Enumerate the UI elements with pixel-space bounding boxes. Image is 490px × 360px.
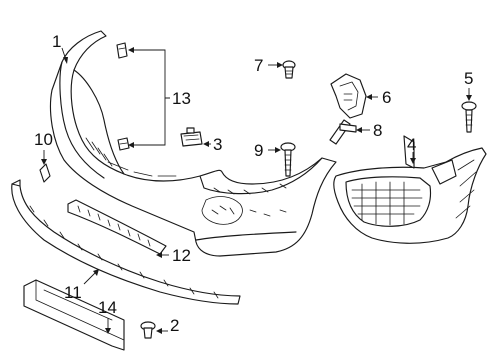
callout-6: 6	[382, 88, 391, 107]
part-3-bracket	[180, 127, 203, 147]
part-10-piece	[39, 163, 51, 183]
bumper-cover	[49, 30, 337, 257]
clip-13-upper	[116, 42, 128, 59]
part-12-strip	[67, 199, 167, 255]
callout-8: 8	[373, 121, 382, 140]
callout-2: 2	[170, 316, 179, 335]
callout-3: 3	[213, 135, 222, 154]
part-6-bracket	[330, 73, 367, 119]
callout-11: 11	[64, 283, 82, 302]
part-14-plate-bracket	[23, 279, 125, 351]
part-5-bolt	[461, 101, 477, 133]
part-11-spoiler	[11, 179, 241, 305]
callout-4: 4	[407, 135, 416, 154]
callout-13: 13	[172, 89, 191, 108]
part-8-holder	[329, 119, 357, 145]
callout-7: 7	[254, 56, 263, 75]
callout-10: 10	[34, 130, 53, 149]
leaders	[41, 47, 472, 334]
part-7-rivet	[282, 60, 296, 79]
callout-12: 12	[172, 246, 191, 265]
part-4-grille	[333, 135, 487, 244]
callout-5: 5	[464, 69, 473, 88]
callout-14: 14	[98, 298, 117, 317]
clip-13-lower	[117, 137, 130, 151]
part-2-clip	[140, 321, 156, 339]
callout-9: 9	[254, 141, 263, 160]
part-9-bolt	[280, 142, 296, 177]
callout-1: 1	[52, 32, 61, 51]
